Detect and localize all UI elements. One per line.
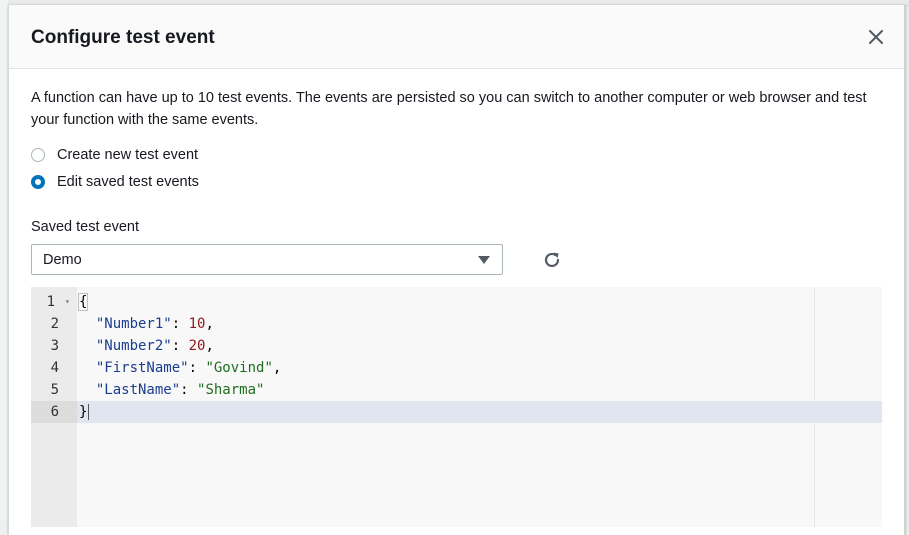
modal-description: A function can have up to 10 test events… <box>31 90 867 128</box>
saved-test-event-label: Saved test event <box>31 219 140 235</box>
json-brace: { <box>77 293 89 311</box>
json-code-editor[interactable]: 1 ▾ { 2 "Number1": 10, 3 "Number2": 20, 4… <box>31 287 882 527</box>
code-line[interactable]: 3 "Number2": 20, <box>31 335 882 357</box>
radio-label: Edit saved test events <box>57 174 199 190</box>
radio-label: Create new test event <box>57 147 199 163</box>
json-comma: , <box>272 360 282 376</box>
radio-button[interactable] <box>31 148 45 162</box>
json-comma: , <box>205 338 214 354</box>
json-brace: } <box>79 404 88 420</box>
code-line[interactable]: 5 "LastName": "Sharma" <box>31 379 882 401</box>
background-page <box>0 0 8 520</box>
configure-test-event-modal: Configure test event A function can have… <box>8 5 906 535</box>
json-key: "FirstName" <box>95 360 189 376</box>
code-line[interactable]: 2 "Number1": 10, <box>31 313 882 335</box>
json-number: 20 <box>188 338 206 354</box>
select-value: Demo <box>43 252 82 268</box>
radio-edit-saved-test-events[interactable]: Edit saved test events <box>31 174 199 190</box>
code-line-active[interactable]: 6 } <box>31 401 882 423</box>
code-line[interactable]: 1 ▾ { <box>31 291 882 313</box>
refresh-icon <box>544 252 560 268</box>
close-icon <box>869 30 883 44</box>
modal-title: Configure test event <box>31 27 215 48</box>
json-comma: , <box>205 316 214 332</box>
line-number: 4 <box>50 360 59 376</box>
json-key: "Number2" <box>95 338 172 354</box>
line-number: 6 <box>31 401 65 423</box>
caret-down-icon <box>478 256 490 264</box>
line-number: 1 <box>46 294 55 310</box>
modal-header: Configure test event <box>9 5 904 69</box>
json-key: "Number1" <box>95 316 172 332</box>
code-line[interactable]: 4 "FirstName": "Govind", <box>31 357 882 379</box>
close-button[interactable] <box>864 25 888 49</box>
radio-button-checked[interactable] <box>31 175 45 189</box>
text-cursor <box>88 404 90 420</box>
radio-create-new-test-event[interactable]: Create new test event <box>31 147 198 163</box>
fold-arrow-icon[interactable]: ▾ <box>65 297 70 306</box>
refresh-button[interactable] <box>540 248 564 272</box>
line-number: 5 <box>50 382 59 398</box>
line-number: 2 <box>50 316 59 332</box>
saved-test-event-select[interactable]: Demo <box>31 244 503 275</box>
json-key: "LastName" <box>95 382 181 398</box>
json-string: "Govind" <box>205 360 273 376</box>
line-number: 3 <box>50 338 59 354</box>
json-string: "Sharma" <box>197 382 265 398</box>
json-number: 10 <box>188 316 206 332</box>
